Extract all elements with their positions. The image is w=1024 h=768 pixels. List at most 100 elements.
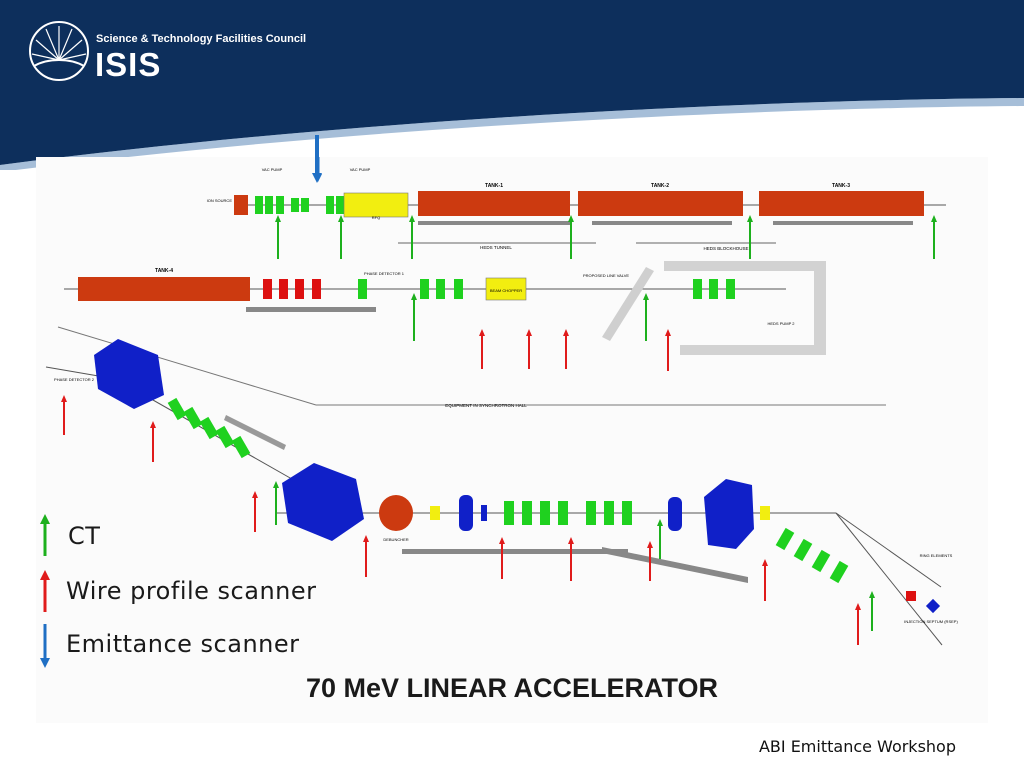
steerer <box>481 505 487 521</box>
tank-1-label: TANK-1 <box>485 183 503 189</box>
tank-3-label: TANK-3 <box>832 183 850 189</box>
solenoid <box>265 196 273 214</box>
wire-scanner-marker <box>479 329 485 369</box>
quadrupole <box>540 501 550 525</box>
tank-2-label: TANK-2 <box>651 183 669 189</box>
quadrupole <box>167 397 187 421</box>
shielding <box>418 221 570 225</box>
phase-detector-1-label: PHASE DETECTOR 1 <box>364 271 405 276</box>
phase-probe <box>430 506 440 520</box>
heds-blockhouse-label: HEDS BLOCKHOUSE <box>703 246 748 251</box>
row-4-beamline: DEBUNCHER INJECTION SEPTUM (RSEP) RING E… <box>276 463 958 646</box>
quadrupole <box>183 406 203 430</box>
ct-marker <box>411 293 417 341</box>
solenoid <box>276 196 284 214</box>
header-swoosh <box>0 0 1024 172</box>
quadrupole <box>622 501 632 525</box>
shielding <box>773 221 913 225</box>
tank-3 <box>759 191 924 216</box>
injection-septum-label: INJECTION SEPTUM (RSEP) <box>904 619 958 624</box>
wire-scanner-marker <box>499 537 505 579</box>
quadrupole <box>709 279 718 299</box>
isis-logo-icon <box>29 21 89 81</box>
row-3-beamline: PHASE DETECTOR 2 <box>45 339 307 488</box>
debuncher-label: DEBUNCHER <box>383 537 408 542</box>
solenoid <box>255 196 263 214</box>
solenoid <box>291 198 299 212</box>
wire-scanner-legend-icon <box>40 570 50 612</box>
buncher <box>279 279 288 299</box>
septum-magnet <box>906 591 916 601</box>
quadrupole <box>358 279 367 299</box>
solenoid <box>326 196 334 214</box>
ct-marker <box>338 215 344 259</box>
ct-marker <box>657 519 663 559</box>
buncher <box>263 279 272 299</box>
dipole <box>459 495 473 531</box>
quadrupole <box>811 549 831 573</box>
dipole-magnet <box>282 463 364 541</box>
quadrupole <box>693 279 702 299</box>
vac-pump-label: VAC PUMP <box>350 167 371 172</box>
ct-marker <box>643 293 649 341</box>
debuncher <box>379 495 413 531</box>
dipole-magnet <box>94 339 164 409</box>
phase-probe <box>760 506 770 520</box>
quadrupole <box>604 501 614 525</box>
quadrupole <box>436 279 445 299</box>
line-valve-label: PROPOSED LINE VALVE <box>583 273 629 278</box>
wire-scanner-legend-label: Wire profile scanner <box>66 577 317 605</box>
diagram-background <box>36 157 988 723</box>
wire-scanner-marker <box>647 541 653 581</box>
ct-marker <box>747 215 753 259</box>
quadrupole <box>558 501 568 525</box>
vac-pump-label: VAC PUMP <box>262 167 283 172</box>
wire-scanner-marker <box>563 329 569 369</box>
shielding <box>602 547 748 583</box>
linac-diagram: ION SOURCE RFQ VAC PUMP VAC PUMP TANK-1 … <box>36 157 988 723</box>
wire-scanner-marker <box>150 421 156 462</box>
ct-marker <box>869 591 875 631</box>
tank-4 <box>78 277 250 301</box>
ct-legend-icon <box>40 514 50 556</box>
buncher <box>312 279 321 299</box>
wire-scanner-marker <box>762 559 768 601</box>
emittance-scanner-marker <box>312 135 322 183</box>
ring-elements-label: RING ELEMENTS <box>920 553 953 558</box>
shielding <box>402 549 628 554</box>
wire-scanner-marker <box>526 329 532 369</box>
facility-name: ISIS <box>95 46 162 83</box>
wire-scanner-marker <box>363 535 369 577</box>
quadrupole <box>522 501 532 525</box>
wire-scanner-marker <box>252 491 258 532</box>
shielding <box>224 415 286 450</box>
rfq <box>343 192 409 218</box>
dipole <box>668 497 682 531</box>
ct-marker <box>568 215 574 259</box>
solenoid <box>301 198 309 212</box>
quadrupole <box>504 501 514 525</box>
rfq-label: RFQ <box>372 215 380 220</box>
ct-legend-label: CT <box>68 522 101 550</box>
quadrupole <box>775 527 795 551</box>
shield-wall <box>602 267 654 341</box>
shielding <box>592 221 732 225</box>
tank-4-label: TANK-4 <box>155 268 173 274</box>
shielding <box>246 307 376 312</box>
row-2-beamline: TANK-4 PHASE DETECTOR 1 BEAM CHOPPER PRO… <box>57 261 886 408</box>
ct-marker <box>409 215 415 259</box>
beam-chopper-label: BEAM CHOPPER <box>490 288 522 293</box>
quadrupole <box>215 425 235 449</box>
quadrupole <box>199 416 219 440</box>
dipole-magnet <box>704 479 754 549</box>
solenoid <box>336 196 344 214</box>
quadrupole <box>586 501 596 525</box>
quadrupole <box>793 538 813 562</box>
heds-blockhouse-wall <box>664 261 826 355</box>
ion-source <box>234 195 248 215</box>
ct-marker <box>273 481 279 525</box>
header-banner: Science & Technology Facilities Council … <box>0 0 1024 172</box>
row-1-beamline: ION SOURCE RFQ VAC PUMP VAC PUMP TANK-1 … <box>207 167 946 251</box>
synchrotron-hall-label: EQUIPMENT IN SYNCHROTRON HALL <box>445 403 527 408</box>
diagram-title: 70 MeV LINEAR ACCELERATOR <box>306 673 718 703</box>
